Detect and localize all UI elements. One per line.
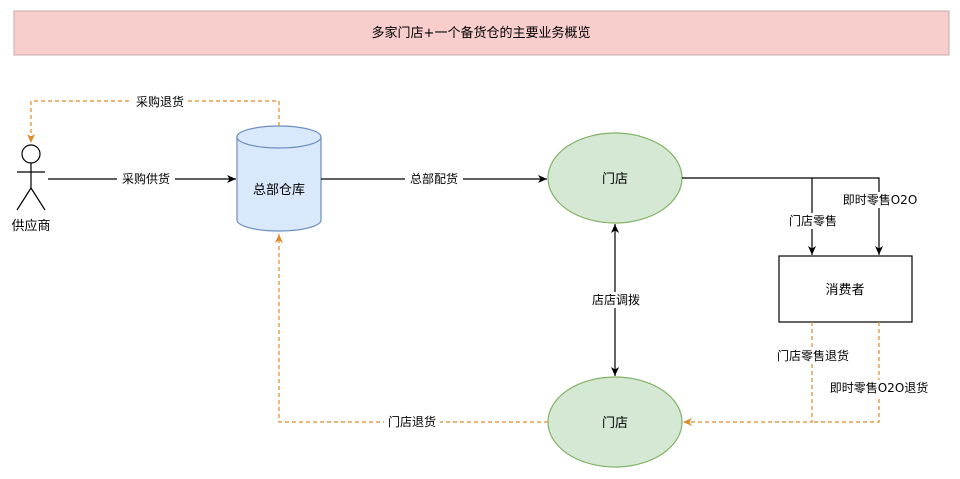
warehouse-label: 总部仓库 [253,182,305,198]
edge-purchase-supply: 采购供货 [48,171,236,187]
store-retail-label: 门店零售 [789,213,837,228]
edge-hq-distribution: 总部配货 [321,171,547,187]
store-transfer-label: 店店调拨 [592,293,640,307]
purchase-return-label: 采购退货 [136,94,184,109]
edge-purchase-return: 采购退货 [27,94,280,143]
supplier-actor: 供应商 [11,144,51,234]
store-bottom-label: 门店 [602,416,628,431]
store-top-node: 门店 [547,132,683,224]
supplier-label: 供应商 [11,218,50,234]
edge-store-transfer: 店店调拨 [588,224,644,376]
store-return-label: 门店退货 [388,414,436,429]
edge-store-retail: 门店零售 [682,177,839,255]
diagram-title: 多家门店+一个备货仓的主要业务概览 [372,25,591,41]
consumer-label: 消费者 [825,283,864,298]
consumer-node: 消费者 [778,255,913,323]
edge-instant-retail-o2o-return: 即时零售O2O退货 [812,322,931,423]
store-top-label: 门店 [602,172,628,187]
store-bottom-node: 门店 [547,376,683,468]
warehouse-node: 总部仓库 [236,125,322,232]
store-retail-return-label: 门店零售退货 [777,348,849,363]
purchase-supply-label: 采购供货 [122,171,170,186]
edge-store-return: 门店退货 [275,234,548,430]
hq-distribution-label: 总部配货 [410,171,458,186]
instant-retail-o2o-label: 即时零售O2O [843,192,918,207]
edge-store-retail-return: 门店零售退货 [683,322,852,426]
instant-retail-o2o-return-label: 即时零售O2O退货 [830,380,929,395]
edge-instant-retail-o2o: 即时零售O2O [812,177,920,255]
title-banner: 多家门店+一个备货仓的主要业务概览 [13,10,950,56]
